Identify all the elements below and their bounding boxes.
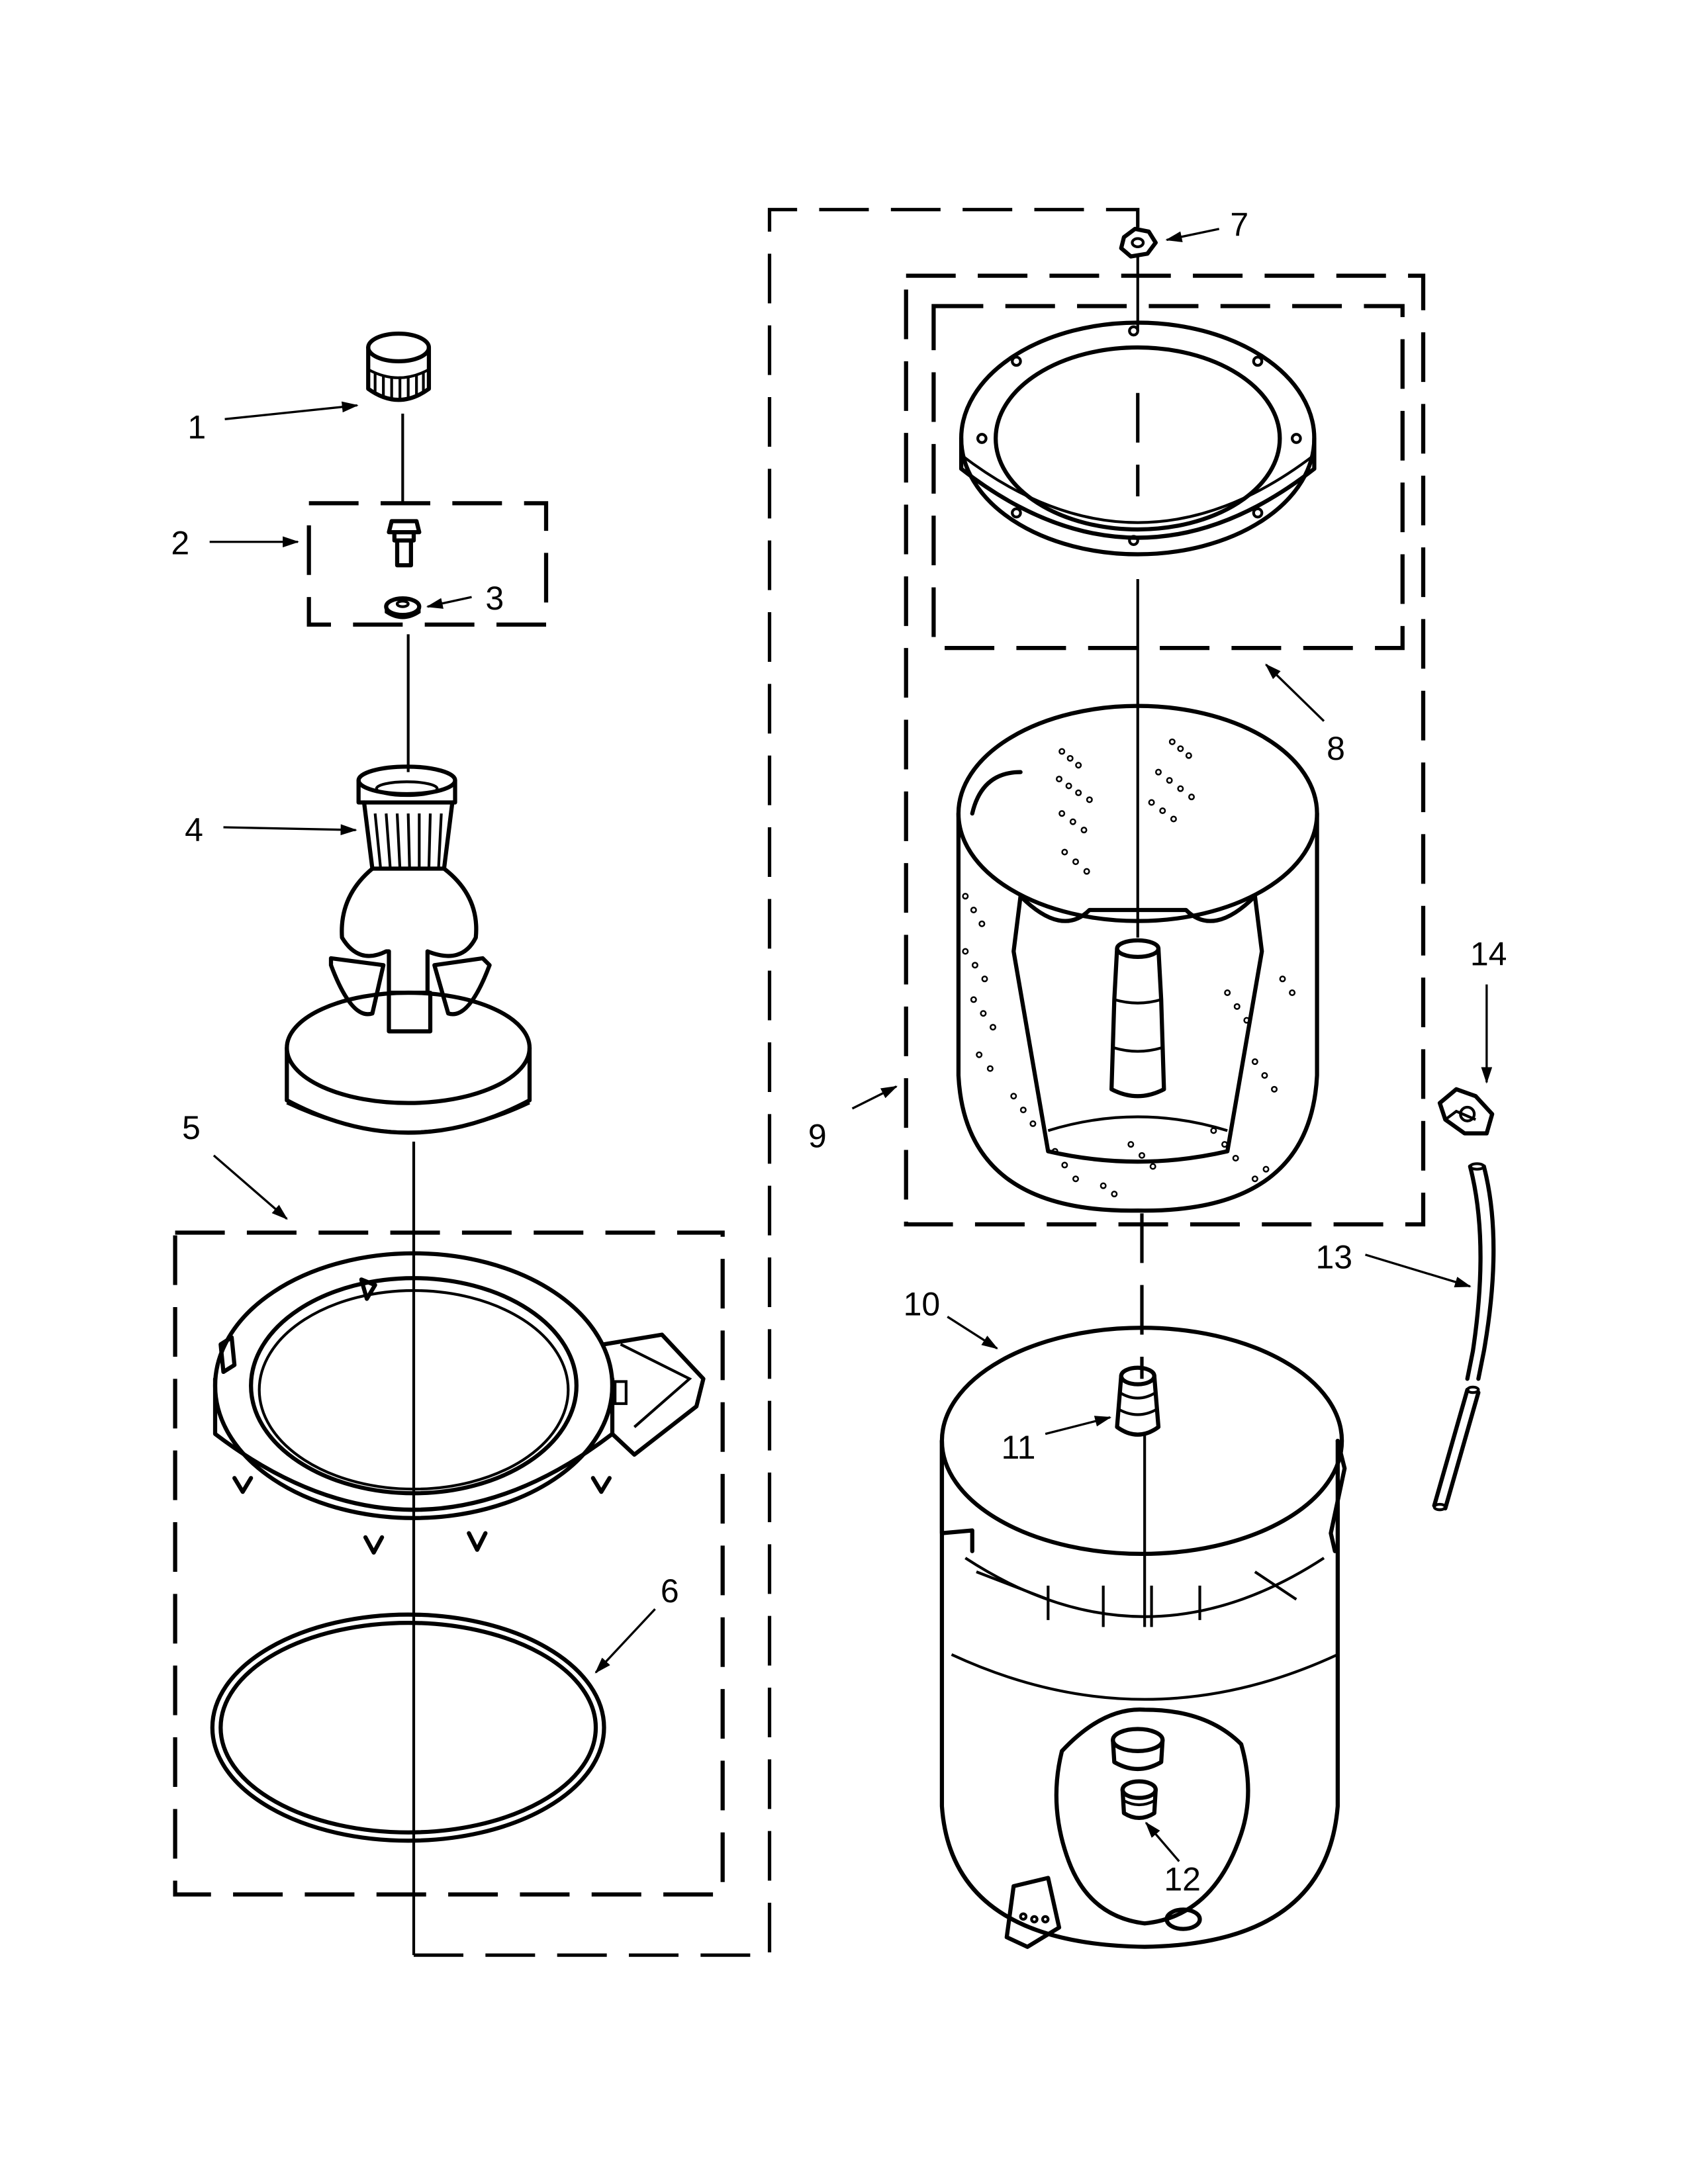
- assembly-box-9: [904, 273, 1426, 1227]
- hose-clip: [1437, 1087, 1495, 1136]
- callout-11: 11: [1002, 1429, 1036, 1466]
- connector-line: [414, 208, 1140, 1957]
- ring-seal: [210, 1612, 606, 1843]
- agitator: [285, 764, 532, 1135]
- callout-9: 9: [808, 1117, 827, 1154]
- bolt: [387, 519, 422, 568]
- hub-fitting: [1115, 1365, 1161, 1437]
- callout-1: 1: [187, 409, 206, 446]
- leader-lines: [209, 228, 1493, 1862]
- drain-fitting: [1120, 1779, 1158, 1820]
- callout-5: 5: [182, 1109, 201, 1146]
- callout-6: 6: [661, 1572, 679, 1610]
- washer: [384, 596, 422, 619]
- callout-13: 13: [1316, 1239, 1353, 1276]
- callout-12: 12: [1164, 1860, 1201, 1897]
- nut: [1119, 226, 1158, 259]
- basket-perforations: [962, 738, 1296, 1198]
- hose: [1432, 1162, 1496, 1512]
- spin-basket: [956, 704, 1319, 1213]
- assembly-box-5: [173, 1230, 725, 1897]
- callout-7: 7: [1230, 206, 1248, 243]
- balance-ring: [959, 320, 1317, 557]
- callout-14: 14: [1470, 935, 1507, 972]
- assembly-box-8: [931, 304, 1405, 651]
- callout-4: 4: [185, 811, 203, 848]
- assembly-box-2: [306, 501, 549, 627]
- callout-10: 10: [904, 1285, 941, 1322]
- tub-ring: [212, 1251, 706, 1555]
- callout-3: 3: [485, 580, 504, 617]
- outer-tub: [939, 1326, 1347, 1949]
- agitator-cap: [366, 332, 432, 402]
- callout-2: 2: [171, 525, 189, 562]
- callout-8: 8: [1327, 730, 1345, 767]
